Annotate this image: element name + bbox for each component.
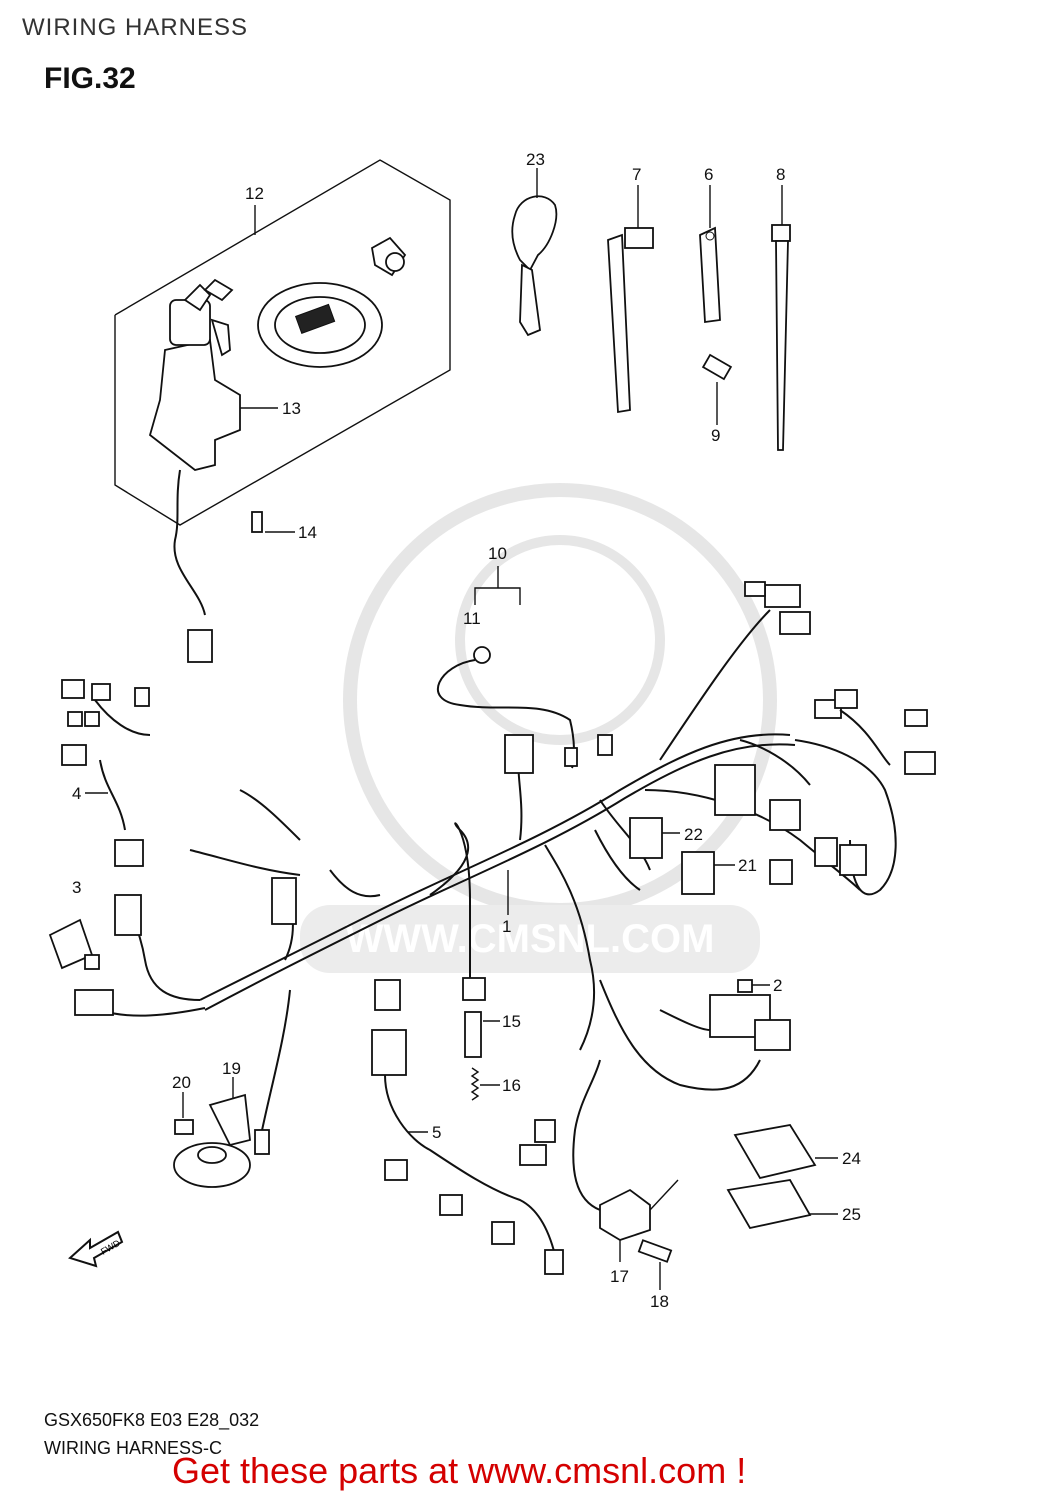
sub-harness-4 <box>61 679 151 867</box>
key-23 <box>511 168 558 337</box>
side-stand-switch <box>572 1059 679 1262</box>
bolt-18 <box>637 1239 673 1290</box>
pad-24 <box>733 1124 838 1180</box>
callout-22: 22 <box>684 825 703 844</box>
callout-18: 18 <box>650 1292 669 1311</box>
connector-group-top-right <box>714 581 936 885</box>
callout-6: 6 <box>704 165 713 184</box>
promo-link[interactable]: Get these parts at www.cmsnl.com ! <box>172 1450 747 1491</box>
bolt-9 <box>701 353 733 425</box>
fuel-cap <box>257 282 383 368</box>
clamp-6 <box>699 185 721 324</box>
callout-2: 2 <box>773 976 782 995</box>
diagram-subtitle: WIRING HARNESS-C <box>44 1438 223 1458</box>
callout-3: 3 <box>72 878 81 897</box>
fuse-box <box>709 979 791 1051</box>
main-wiring-harness <box>74 609 897 1091</box>
clamp-7 <box>607 185 654 414</box>
bolt-20 <box>174 1092 194 1135</box>
relay-21 <box>681 851 735 895</box>
spring-16 <box>470 1067 500 1101</box>
callout-1: 1 <box>502 917 511 936</box>
ignition-switch <box>148 278 278 663</box>
fwd-arrow: FWD <box>68 1230 124 1268</box>
callout-16: 16 <box>502 1076 521 1095</box>
relay-22 <box>629 817 680 859</box>
screw-14 <box>251 511 295 533</box>
lock-set-kit-outline <box>114 159 451 526</box>
horn <box>173 989 291 1188</box>
callout-5: 5 <box>432 1123 441 1142</box>
callout-19: 19 <box>222 1059 241 1078</box>
callout-8: 8 <box>776 165 785 184</box>
callout-24: 24 <box>842 1149 861 1168</box>
model-code: GSX650FK8 E03 E28_032 <box>44 1410 260 1430</box>
callout-7: 7 <box>632 165 641 184</box>
callout-25: 25 <box>842 1205 861 1224</box>
callout-14: 14 <box>298 523 317 542</box>
figure-number: FIG.32 <box>44 62 136 95</box>
gear-sensor-3 <box>48 918 100 970</box>
oil-pressure-switch <box>464 1011 500 1058</box>
callout-21: 21 <box>738 856 757 875</box>
callout-10: 10 <box>488 544 507 563</box>
callout-13: 13 <box>282 399 301 418</box>
callout-11: 11 <box>463 609 481 628</box>
callout-4: 4 <box>72 784 81 803</box>
callout-20: 20 <box>172 1073 191 1092</box>
callout-12: 12 <box>245 184 264 203</box>
watermark-logo: WWW.CMSNL.COM <box>300 483 777 973</box>
callout-23: 23 <box>526 150 545 169</box>
callout-15: 15 <box>502 1012 521 1031</box>
cable-tie-8 <box>771 185 791 451</box>
callout-9: 9 <box>711 426 720 445</box>
callout-labels: 1 2 3 4 5 6 7 8 9 10 11 12 13 14 15 16 1… <box>72 150 861 1311</box>
sub-harness-5 <box>371 979 564 1275</box>
earth-lead <box>437 566 613 769</box>
callout-17: 17 <box>610 1267 629 1286</box>
seat-lock <box>371 236 407 277</box>
page-header: WIRING HARNESS <box>22 14 249 41</box>
watermark-text: WWW.CMSNL.COM <box>346 917 715 961</box>
pad-25 <box>726 1179 838 1230</box>
